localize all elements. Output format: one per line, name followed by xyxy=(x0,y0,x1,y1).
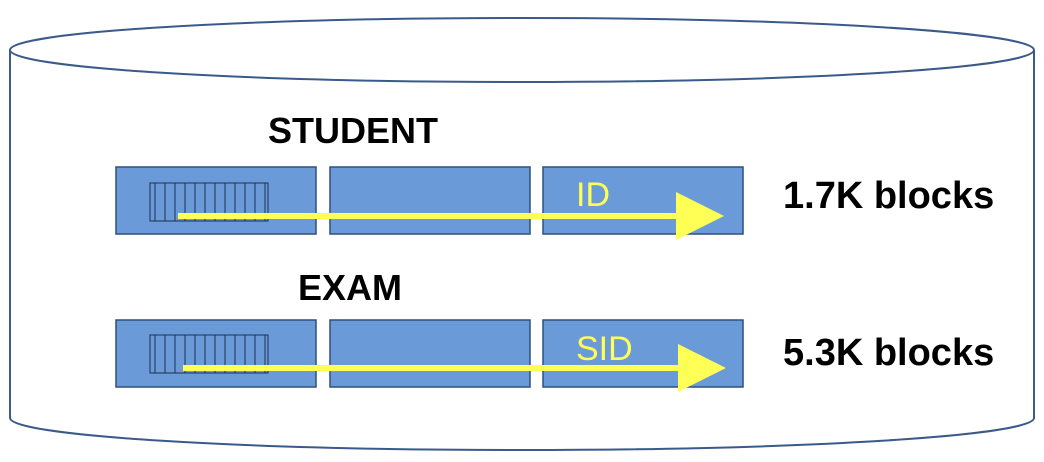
data-block xyxy=(115,319,317,388)
data-block xyxy=(542,319,744,388)
table-name-student: STUDENT xyxy=(268,110,438,151)
record-stack-outline xyxy=(149,182,269,222)
data-block xyxy=(115,166,317,235)
block-count-student: 1.7K blocks xyxy=(783,175,994,217)
table-name-exam: EXAM xyxy=(298,267,402,308)
data-block xyxy=(329,319,531,388)
exam-table: EXAM SID 5.3K blocks xyxy=(115,267,994,392)
record-stack-outline xyxy=(149,334,269,374)
cylinder-top xyxy=(9,17,1035,83)
data-block xyxy=(542,166,744,235)
join-field-id: ID xyxy=(576,176,610,214)
join-field-sid: SID xyxy=(576,330,633,368)
data-block xyxy=(329,166,531,235)
cylinder-body xyxy=(9,50,1035,451)
student-table: STUDENT ID 1.7K blocks xyxy=(115,110,994,240)
block-count-exam: 5.3K blocks xyxy=(783,332,994,374)
